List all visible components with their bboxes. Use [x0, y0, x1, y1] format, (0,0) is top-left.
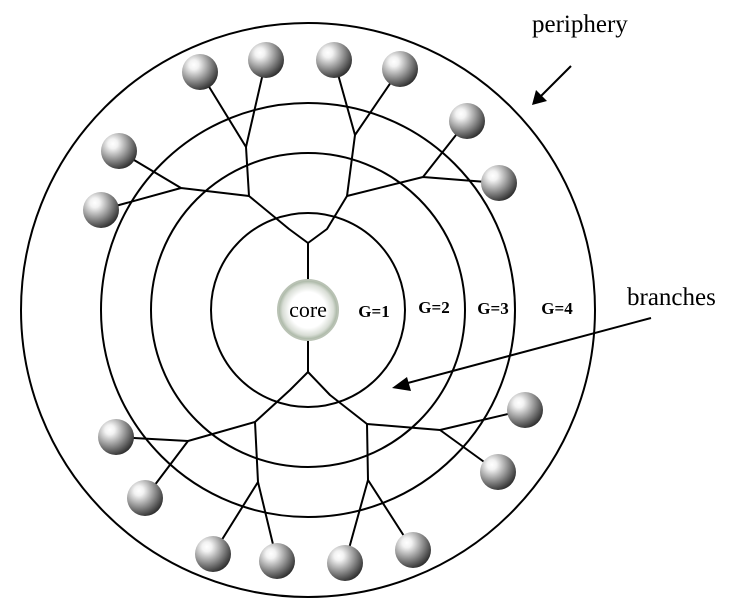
branch-upper-left: [100, 59, 267, 211]
sphere-icon: [101, 133, 137, 169]
periphery-arrow-icon: [537, 65, 572, 100]
sphere-icon: [83, 192, 119, 228]
sphere-icon: [449, 103, 485, 139]
generation-rings: [20, 22, 596, 598]
ring-periphery: [20, 22, 596, 598]
periphery-label: periphery: [532, 11, 628, 38]
branches-arrow-icon: [403, 317, 652, 385]
sphere-icon: [195, 536, 231, 572]
core-label: core: [289, 297, 327, 322]
sphere-icon: [98, 419, 134, 455]
generation-label-g2: G=2: [418, 298, 449, 317]
sphere-icon: [507, 392, 543, 428]
sphere-icon: [327, 545, 363, 581]
generation-label-g4: G=4: [541, 299, 573, 318]
sphere-icon: [182, 54, 218, 90]
sphere-icon: [395, 532, 431, 568]
sphere-icon: [259, 543, 295, 579]
branch-upper-trunk: [248, 195, 348, 291]
core: core: [277, 279, 339, 341]
sphere-icon: [382, 51, 418, 87]
branch-lower-trunk: [254, 329, 368, 425]
end-groups: [83, 42, 543, 581]
generation-label-g3: G=3: [477, 299, 508, 318]
branches-arrowhead-icon: [392, 377, 411, 391]
generation-label-g1: G=1: [358, 302, 389, 321]
periphery-callout: periphery: [532, 11, 628, 105]
sphere-icon: [127, 480, 163, 516]
branches-callout: branches: [392, 284, 716, 391]
branch-lower-left: [115, 421, 278, 562]
ring-g2: [150, 152, 466, 468]
ring-g1: [210, 212, 406, 408]
sphere-icon: [248, 42, 284, 78]
core-sphere: [277, 279, 339, 341]
ring-g3: [100, 102, 516, 518]
periphery-arrowhead-icon: [532, 90, 547, 105]
sphere-icon: [480, 454, 516, 490]
branches-label: branches: [627, 284, 716, 311]
branch-upper-right: [333, 59, 500, 197]
branch-lower-right: [344, 409, 526, 564]
generation-labels: G=1 G=2 G=3 G=4: [358, 298, 573, 321]
sphere-icon: [481, 165, 517, 201]
sphere-icon: [316, 42, 352, 78]
